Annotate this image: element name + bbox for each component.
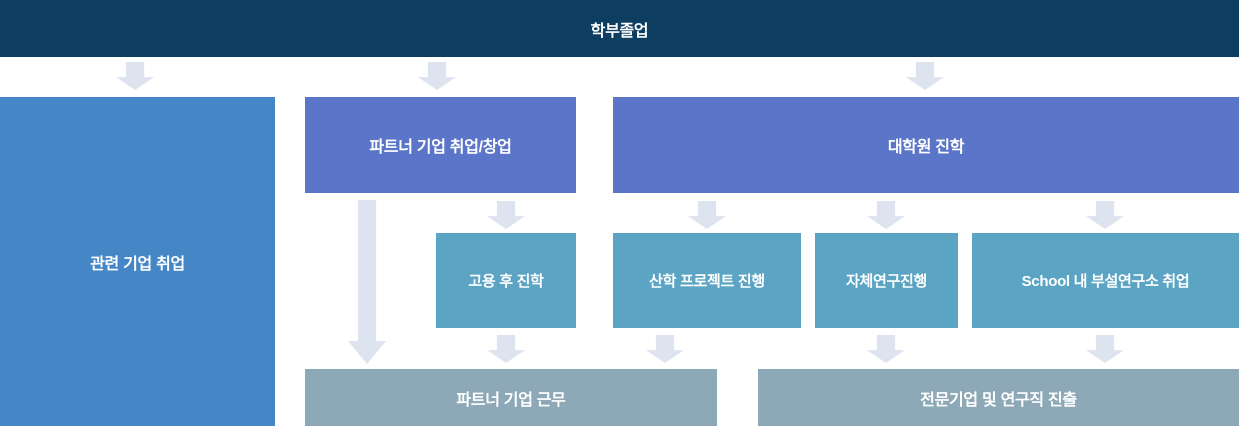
down-arrow-icon bbox=[487, 201, 525, 229]
down-arrow-icon bbox=[646, 335, 684, 363]
node-independent-research: 자체연구진행 bbox=[815, 233, 958, 328]
node-label: 산학 프로젝트 진행 bbox=[649, 273, 765, 290]
down-arrow-icon bbox=[867, 201, 905, 229]
down-arrow-long-icon bbox=[348, 200, 386, 364]
node-label: 파트너 기업 취업/창업 bbox=[369, 139, 512, 156]
node-label: 대학원 진학 bbox=[887, 139, 965, 156]
down-arrow-icon bbox=[867, 335, 905, 363]
node-label: 자체연구진행 bbox=[845, 273, 927, 290]
node-partner-company-work: 파트너 기업 근무 bbox=[305, 369, 717, 426]
node-professional-research-advancement: 전문기업 및 연구직 진출 bbox=[758, 369, 1239, 426]
node-related-company-employment: 관련 기업 취업 bbox=[0, 97, 275, 426]
node-label: 고용 후 진학 bbox=[468, 273, 544, 290]
node-label: School 내 부설연구소 취업 bbox=[1021, 273, 1190, 290]
node-school-research-institute: School 내 부설연구소 취업 bbox=[972, 233, 1239, 328]
header-bar: 학부졸업 bbox=[0, 0, 1239, 57]
header-title: 학부졸업 bbox=[590, 22, 649, 40]
node-label: 전문기업 및 연구직 진출 bbox=[920, 391, 1077, 409]
node-label: 관련 기업 취업 bbox=[90, 255, 185, 273]
down-arrow-icon bbox=[1086, 335, 1124, 363]
node-study-after-employment: 고용 후 진학 bbox=[436, 233, 576, 328]
node-partner-company-employment-startup: 파트너 기업 취업/창업 bbox=[305, 97, 576, 193]
down-arrow-icon bbox=[1086, 201, 1124, 229]
node-label: 파트너 기업 근무 bbox=[456, 391, 566, 409]
down-arrow-icon bbox=[487, 335, 525, 363]
node-industry-academic-project: 산학 프로젝트 진행 bbox=[613, 233, 801, 328]
down-arrow-icon bbox=[116, 62, 154, 90]
down-arrow-icon bbox=[688, 201, 726, 229]
node-graduate-school: 대학원 진학 bbox=[613, 97, 1239, 193]
down-arrow-icon bbox=[906, 62, 944, 90]
down-arrow-icon bbox=[418, 62, 456, 90]
